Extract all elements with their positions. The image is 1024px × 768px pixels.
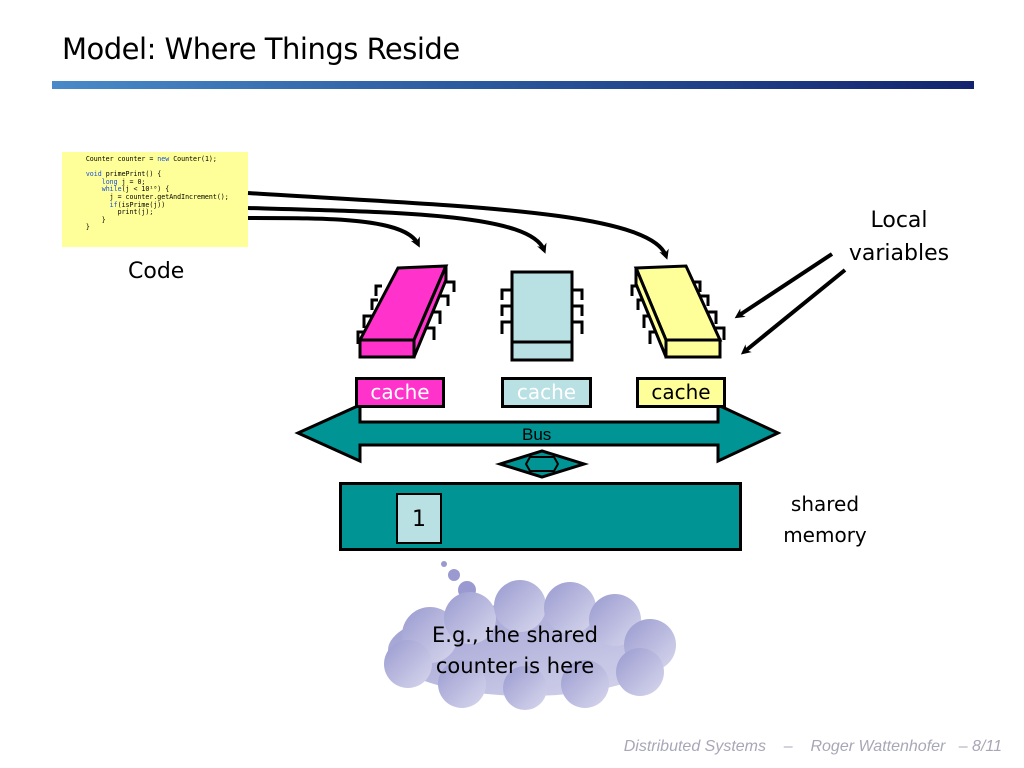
cache-label-3: cache	[636, 377, 726, 408]
code-to-processor-arrows	[247, 191, 669, 260]
footer-separator: –	[783, 738, 793, 755]
footer-course: Distributed Systems	[623, 738, 766, 755]
connector-inner	[524, 456, 560, 472]
processor-chip-2	[500, 270, 584, 362]
code-snippet: Counter counter = new Counter(1); void p…	[62, 152, 248, 247]
code-line: long j = 0;	[101, 177, 146, 186]
code-line: }	[85, 223, 90, 232]
cache-label-1: cache	[355, 377, 445, 408]
arrow-to-processor-1	[247, 216, 420, 248]
arrow-to-processor-2	[247, 206, 547, 254]
code-line: print(j);	[85, 208, 154, 217]
callout-cloud	[384, 580, 676, 710]
code-label: Code	[128, 259, 185, 284]
code-line: j = counter.getAndIncrement();	[85, 192, 229, 201]
processor-chip-1	[356, 264, 456, 359]
bus-arrow	[294, 402, 782, 464]
callout-text: E.g., the shared counter is here	[432, 623, 598, 678]
slide-title: Model: Where Things Reside	[62, 32, 460, 66]
footer-author: Roger Wattenhofer	[810, 738, 946, 755]
local-variable-arrow-1	[734, 252, 834, 319]
shared-memory-label: shared memory	[783, 492, 867, 547]
local-variable-arrows	[734, 252, 847, 355]
title-underline-bar	[52, 81, 974, 89]
processor-chip-3	[630, 264, 726, 359]
bus-label: Bus	[522, 425, 552, 444]
slide-footer: Distributed Systems – Roger Wattenhofer …	[624, 738, 1002, 756]
local-variables-label: Local variables	[848, 208, 950, 266]
cache-label-2: cache	[501, 377, 592, 408]
footer-page: – 8/11	[958, 738, 1002, 755]
local-variable-arrow-2	[740, 268, 847, 355]
code-line: if(isPrime(j))	[109, 200, 166, 209]
code-line: Counter counter = new Counter(1);	[85, 155, 217, 163]
arrow-to-processor-3	[247, 191, 669, 260]
code-line: }	[85, 215, 106, 224]
code-line: while(j < 10¹⁰) {	[101, 185, 170, 194]
memory-cell: 1	[396, 493, 442, 544]
code-line: void primePrint() {	[85, 170, 162, 179]
